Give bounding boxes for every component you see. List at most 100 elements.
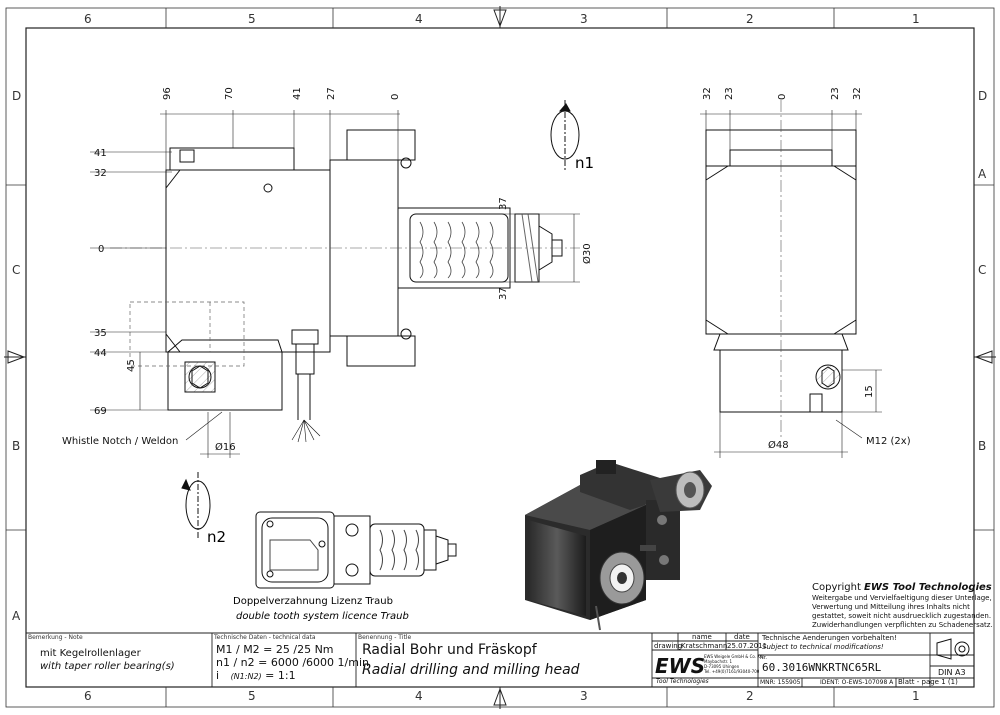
row-label-right: C	[978, 263, 986, 277]
col-label-bottom: 3	[580, 689, 588, 703]
dim-69-left: 69	[94, 406, 107, 417]
company-line: Maybachstr. 1	[704, 659, 733, 664]
front-dimension-labels: 96 70 41 27 0 41 32 0 35 44 69 45 37 37 …	[62, 87, 593, 453]
name-header: Benennung - Title	[358, 634, 412, 641]
dim-0-side: 0	[777, 94, 788, 100]
weldon-label: Whistle Notch / Weldon	[62, 436, 178, 447]
dim-45: 45	[126, 359, 137, 372]
copyright-line: Zuwiderhandlungen verpflichten zu Schade…	[812, 621, 993, 629]
rotation-n1-icon	[550, 100, 580, 170]
drawn-by: Kratschmann	[681, 642, 728, 650]
dim-41-left: 41	[94, 148, 107, 159]
part-number: 60.3016WNKRTNC65RL	[762, 661, 882, 674]
front-dimensions	[90, 110, 580, 458]
part-no-label: Nr.	[760, 655, 767, 661]
dim-32-a: 32	[702, 87, 713, 100]
row-label-right: A	[978, 167, 987, 181]
remark-en: with taper roller bearing(s)	[40, 661, 175, 672]
col-label-bottom: 2	[746, 689, 754, 703]
front-view	[110, 129, 580, 443]
dim-35-left: 35	[94, 328, 107, 339]
row-label-left: D	[12, 89, 21, 103]
ratio-sub: (N1:N2)	[230, 672, 262, 681]
speed-value: n1 / n2 = 6000 /6000 1/min	[216, 656, 369, 669]
dim-96: 96	[162, 87, 173, 100]
rotation-n2-icon	[181, 472, 211, 540]
col-label-bottom: 5	[248, 689, 256, 703]
copyright-line: gestattet, soweit nicht ausdruecklich zu…	[812, 612, 992, 620]
rotation-n2-label: n2	[207, 528, 226, 546]
title-en: Radial drilling and milling head	[362, 662, 580, 678]
dim-0-top: 0	[390, 94, 401, 100]
copyright-brand: EWS Tool Technologies	[864, 582, 992, 593]
remark-header: Bemerkung - Note	[28, 634, 83, 641]
col-label-top: 5	[248, 12, 256, 26]
company-line: D-73095 Uhingen	[704, 664, 740, 669]
dim-32-b: 32	[852, 87, 863, 100]
changes-de: Technische Aenderungen vorbehalten!	[762, 634, 897, 642]
dim-41-top: 41	[292, 87, 303, 100]
dim-32-left: 32	[94, 168, 107, 179]
row-label-left: C	[12, 263, 20, 277]
col-label-bottom: 4	[415, 689, 423, 703]
dim-16: Ø16	[215, 441, 236, 453]
row-label-right: D	[978, 89, 987, 103]
col-label-top: 2	[746, 12, 754, 26]
title-de: Radial Bohr und Fräskopf	[362, 642, 537, 658]
col-label-top: 3	[580, 12, 588, 26]
dim-27: 27	[326, 87, 337, 100]
drawn-date: 25.07.2011	[727, 642, 768, 650]
ratio-row: i (N1:N2) = 1:1	[216, 669, 296, 682]
col-label-top: 6	[84, 12, 92, 26]
ews-logo: EWS Tool Technologies	[655, 654, 709, 685]
row-label-left: B	[12, 439, 20, 453]
ident: IDENT: O-EWS-107098 A	[820, 679, 894, 686]
dim-37-lower: 37	[498, 287, 509, 300]
side-view	[705, 100, 857, 440]
title-block-grid	[26, 632, 974, 687]
copyright-line: Verwertung und Mitteilung ihres Inhalts …	[812, 603, 970, 611]
company-line: EWS Weigele GmbH & Co. KG	[704, 654, 764, 659]
col-label-bottom: 6	[84, 689, 92, 703]
col-label-top: 4	[415, 12, 423, 26]
svg-text:EWS: EWS	[655, 654, 705, 678]
detail-caption-de: Doppelverzahnung Lizenz Traub	[233, 596, 393, 607]
zone-labels: 6 5 4 3 2 1 6 5 4 3 2 1 D C B A D C B A	[12, 12, 987, 703]
torque-value: M1 / M2 = 25 /25 Nm	[216, 643, 334, 656]
remark-de: mit Kegelrollenlager	[40, 648, 141, 659]
dim-0-left: 0	[98, 244, 104, 255]
rotation-n1-label: n1	[575, 154, 594, 172]
sheet: Blatt - page 1 (1)	[898, 678, 958, 686]
copyright-line: Weitergabe und Vervielfaeltigung dieser …	[812, 594, 992, 602]
row-label-right: B	[978, 439, 986, 453]
copyright-title: Copyright EWS Tool Technologies	[812, 582, 992, 594]
dim-15: 15	[864, 385, 875, 398]
ratio-label: i	[216, 669, 220, 682]
dim-70: 70	[224, 87, 235, 100]
paper-format: DIN A3	[938, 668, 966, 677]
tech-header: Technische Daten - technical data	[214, 634, 316, 641]
ratio-value: = 1:1	[265, 669, 296, 682]
company-line: Tel. +49(0)7161/93040-700	[704, 669, 760, 674]
dim-44-left: 44	[94, 348, 107, 359]
col-name-header: name	[692, 633, 712, 641]
dim-23-b: 23	[830, 87, 841, 100]
copyright-prefix: Copyright	[812, 582, 865, 593]
side-dimension-labels: 32 23 0 23 32 15 Ø48 M12 (2x)	[702, 87, 911, 451]
dim-30: Ø30	[581, 243, 593, 264]
changes-en: Subject to technical modifications!	[762, 643, 884, 651]
col-label-top: 1	[912, 12, 920, 26]
col-date-header: date	[734, 633, 750, 641]
dim-48: Ø48	[768, 439, 789, 451]
row-label-left: A	[12, 609, 21, 623]
col-label-bottom: 1	[912, 689, 920, 703]
mnr: MNR: 155905	[760, 679, 801, 686]
side-dimensions	[700, 110, 882, 458]
projection-symbol-icon	[936, 638, 970, 660]
detail-view	[255, 511, 457, 589]
drawing-label: drawing	[654, 642, 683, 650]
dim-23-a: 23	[724, 87, 735, 100]
detail-caption-en: double tooth system licence Traub	[236, 611, 409, 622]
svg-text:Tool Technologies: Tool Technologies	[656, 678, 709, 685]
